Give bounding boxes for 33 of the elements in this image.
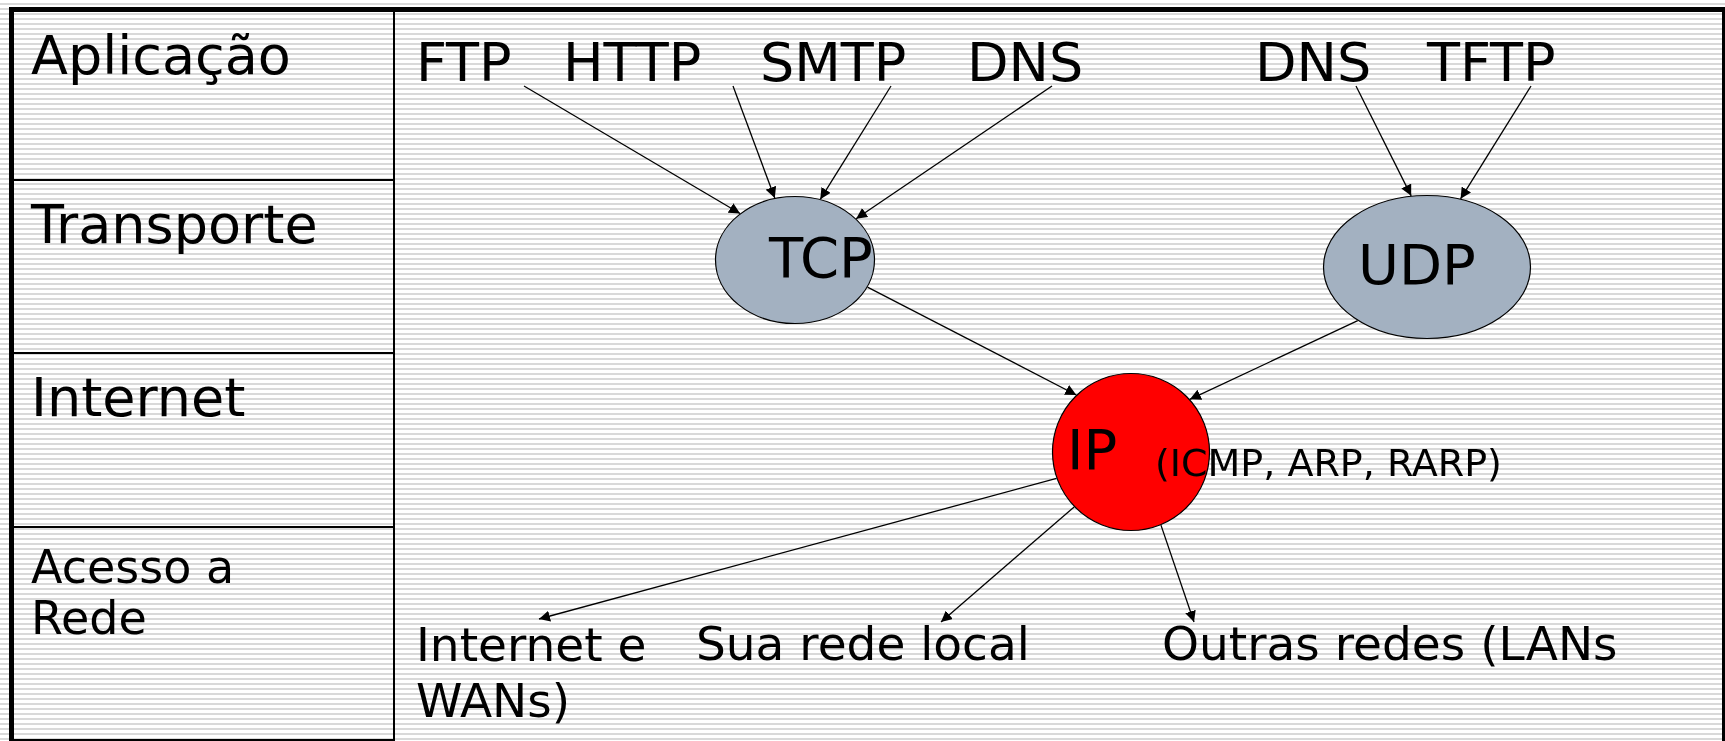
layer-row (14, 528, 395, 741)
protocol-ellipse (1323, 195, 1531, 339)
layer-name: Transporte (31, 195, 318, 255)
arrow (1459, 85, 1532, 200)
protocol-label: TFTP (1427, 36, 1556, 90)
layer-row (14, 181, 395, 354)
layer-row (14, 354, 395, 528)
arrow (866, 286, 1077, 396)
arrow (1189, 320, 1359, 400)
protocol-name: TCP (769, 230, 873, 286)
protocol-label: Internet e WANs) (416, 617, 656, 730)
protocol-label: DNS (1255, 36, 1372, 90)
arrow (940, 506, 1075, 623)
arrow (1355, 85, 1412, 197)
protocol-label: SMTP (760, 36, 907, 90)
protocol-name: UDP (1358, 237, 1476, 293)
protocol-ellipse (715, 196, 875, 324)
protocol-label: Sua rede local (696, 620, 1030, 667)
protocol-label: DNS (967, 36, 1084, 90)
protocol-label: FTP (416, 36, 512, 90)
arrow (538, 477, 1058, 622)
protocol-label: HTTP (563, 36, 702, 90)
layer-name: Aplicação (31, 26, 291, 86)
layer-row (14, 12, 395, 181)
layer-name: Acesso a Rede (31, 542, 236, 644)
layer-name: Internet (31, 368, 246, 428)
protocol-name: IP (1067, 422, 1118, 478)
arrow (855, 85, 1053, 220)
arrow (1160, 524, 1196, 623)
arrow (523, 85, 741, 215)
arrow (819, 85, 892, 200)
protocol-label: Outras redes (LANs (1162, 620, 1618, 667)
arrow (732, 85, 777, 199)
